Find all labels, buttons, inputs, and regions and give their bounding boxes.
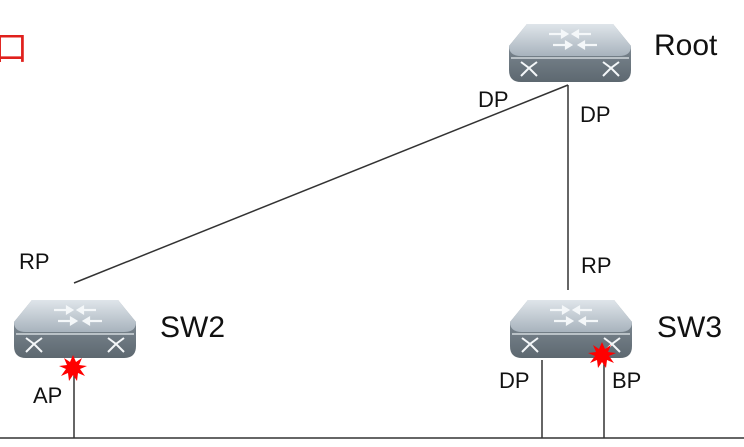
corner-text: 口 <box>0 32 28 66</box>
port-label-root-dp-left: DP <box>478 87 509 112</box>
port-label-sw3-rp: RP <box>581 253 612 278</box>
starburst-icon <box>588 342 616 368</box>
port-label-sw2-ap: AP <box>33 383 63 408</box>
device-label-sw2: SW2 <box>160 311 226 344</box>
device-label-sw3: SW3 <box>657 311 723 344</box>
device-label-root: Root <box>654 29 718 62</box>
switch-icon-sw3 <box>508 298 634 360</box>
link-root-sw2 <box>73 84 569 284</box>
port-label-sw2-rp: RP <box>19 249 50 274</box>
switch-icon-sw2 <box>12 298 138 360</box>
port-label-sw3-bp: BP <box>612 368 642 393</box>
starburst-icon <box>59 355 87 381</box>
port-label-root-dp-down: DP <box>580 102 611 127</box>
switch-icon-root <box>507 22 633 84</box>
port-label-sw3-dp: DP <box>499 368 530 393</box>
